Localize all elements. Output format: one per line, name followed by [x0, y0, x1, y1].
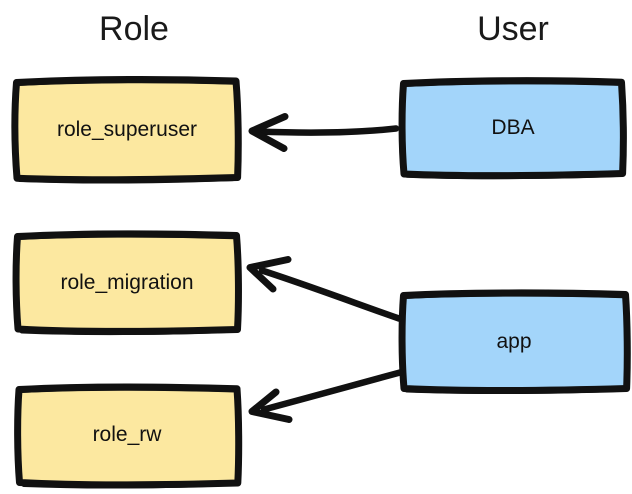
node-hit-role-rw[interactable]: [13, 385, 240, 485]
node-hit-dba[interactable]: [400, 79, 625, 177]
node-role-superuser-bottom-accent: [17, 176, 236, 184]
node-role-migration[interactable]: [12, 230, 242, 336]
node-dba-top-accent: [402, 79, 623, 87]
edge-app-to-role-migration-arrowhead: [246, 256, 292, 293]
node-hit-role-migration[interactable]: [13, 232, 240, 332]
node-role-migration-bottom-accent: [19, 327, 237, 336]
node-role-rw-bottom-accent: [21, 481, 238, 489]
node-role-rw-top-accent: [18, 385, 239, 393]
edge-app-to-role-rw-arrowhead: [248, 388, 293, 423]
node-hit-app[interactable]: [400, 291, 628, 392]
edge-dba-to-role-superuser-line: [254, 125, 400, 136]
edge-app-to-role-migration-line: [258, 267, 403, 322]
node-app-top-accent: [402, 291, 627, 299]
node-dba-bottom-accent: [404, 171, 623, 180]
node-app-bottom-accent: [404, 386, 627, 395]
node-role-rw[interactable]: [14, 383, 243, 489]
node-app[interactable]: [398, 289, 631, 395]
node-role-migration-top-accent: [16, 232, 238, 240]
node-dba[interactable]: [398, 77, 627, 180]
node-hit-role-superuser[interactable]: [13, 78, 240, 180]
edge-app-to-role-rw-line: [260, 369, 404, 413]
column-header-role: Role: [99, 10, 169, 48]
edge-dba-to-role-superuser: [248, 113, 400, 152]
edge-dba-to-role-superuser-arrowhead: [248, 113, 289, 152]
node-role-superuser-edge-accent: [15, 78, 238, 86]
node-role-superuser[interactable]: [11, 75, 242, 184]
column-header-user: User: [477, 10, 549, 48]
edge-app-to-role-rw: [248, 369, 404, 423]
edge-app-to-role-migration: [246, 256, 403, 322]
